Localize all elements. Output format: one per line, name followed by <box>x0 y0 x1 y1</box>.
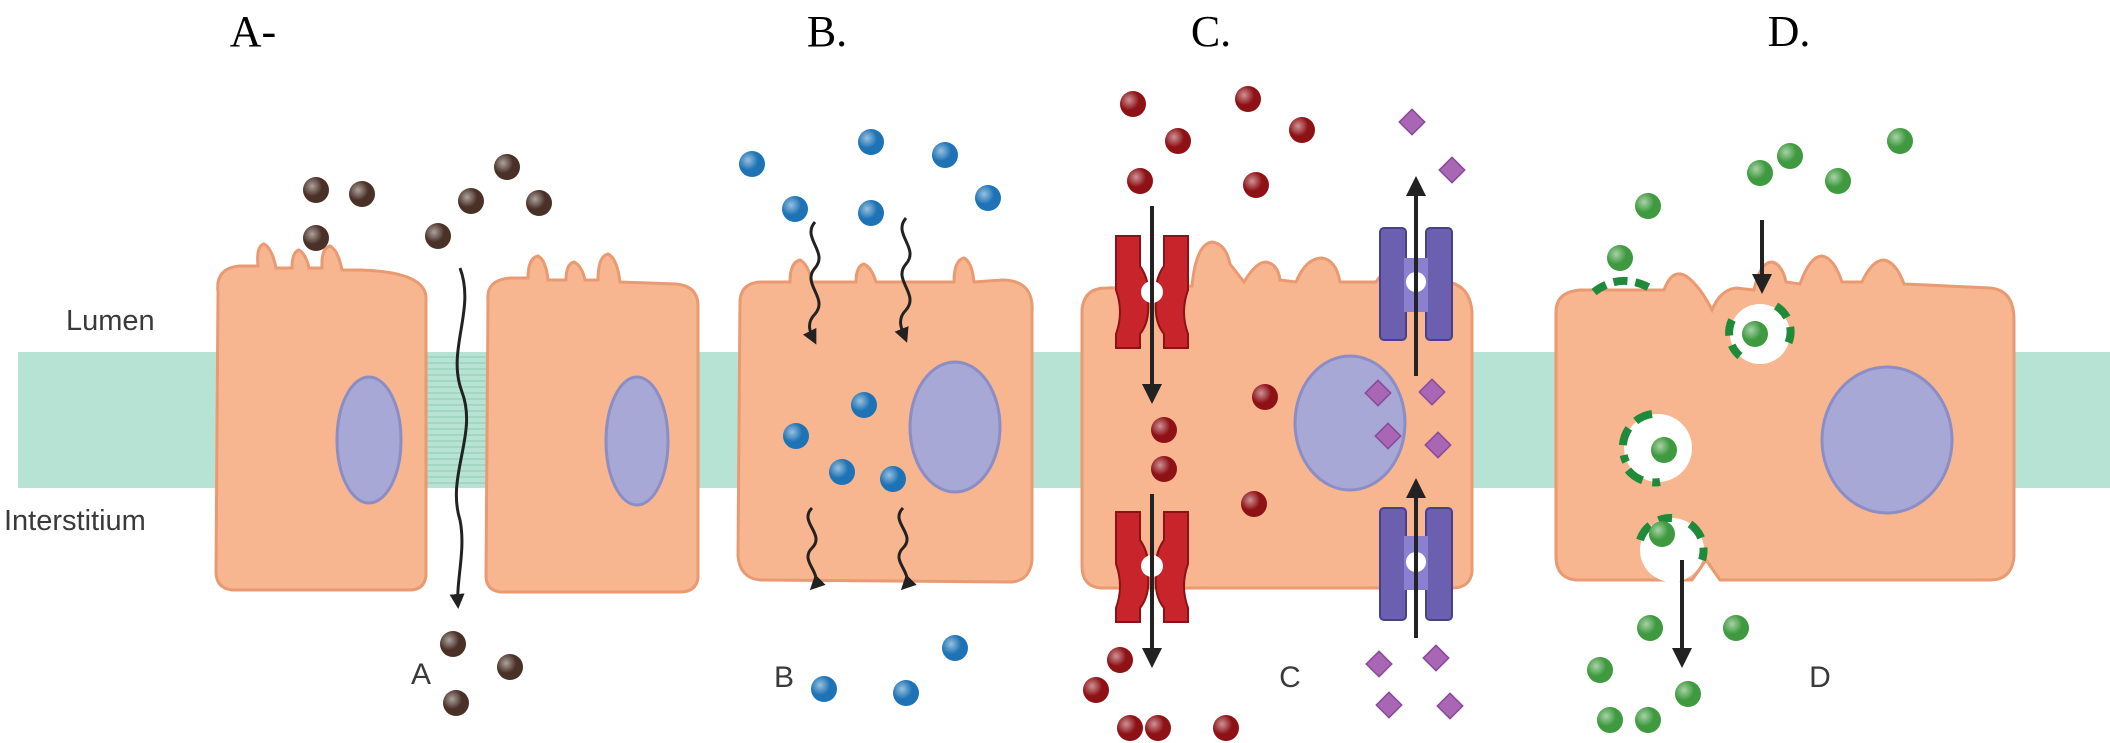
particle-highlight <box>526 190 552 216</box>
panel-b-title: B. <box>807 6 847 57</box>
particle-highlight <box>1887 128 1913 154</box>
particle-highlight <box>1235 86 1261 112</box>
particle-highlight <box>1675 681 1701 707</box>
particle-highlight <box>1747 160 1773 186</box>
nucleus-d <box>1822 367 1952 513</box>
particle-c-diamond <box>1399 109 1424 134</box>
particle-highlight <box>1127 168 1153 194</box>
particle-highlight <box>1777 143 1803 169</box>
particle-highlight <box>1651 437 1677 463</box>
particle-highlight <box>1117 715 1143 741</box>
panel-a-letter: A <box>411 658 431 692</box>
particle-highlight <box>851 392 877 418</box>
particle-highlight <box>1607 245 1633 271</box>
lumen-label: Lumen <box>66 305 155 338</box>
panel-c-title: C. <box>1191 6 1231 57</box>
particle-highlight <box>1649 521 1675 547</box>
particle-highlight <box>443 690 469 716</box>
particle-highlight <box>458 188 484 214</box>
particle-highlight <box>1243 172 1269 198</box>
particle-highlight <box>811 676 837 702</box>
particle-c-diamond <box>1437 693 1462 718</box>
particle-highlight <box>1151 456 1177 482</box>
particle-c-diamond <box>1366 651 1391 676</box>
nucleus-b <box>910 362 1000 492</box>
tight-junction <box>420 352 492 488</box>
particle-highlight <box>1151 417 1177 443</box>
nucleus-a-right <box>606 377 668 505</box>
particle-highlight <box>1083 677 1109 703</box>
particle-highlight <box>1120 91 1146 117</box>
particle-highlight <box>739 151 765 177</box>
particle-highlight <box>303 177 329 203</box>
particle-highlight <box>1107 647 1133 673</box>
particle-highlight <box>1145 715 1171 741</box>
particle-highlight <box>858 129 884 155</box>
particle-highlight <box>1825 168 1851 194</box>
particle-highlight <box>497 654 523 680</box>
particle-highlight <box>1165 128 1191 154</box>
particle-highlight <box>782 196 808 222</box>
particle-highlight <box>829 459 855 485</box>
particle-highlight <box>1635 707 1661 733</box>
particle-highlight <box>1637 615 1663 641</box>
panel-d-letter: D <box>1809 661 1831 695</box>
particle-c-diamond <box>1439 157 1464 182</box>
panel-c-letter: C <box>1279 661 1301 695</box>
particle-c-diamond <box>1423 645 1448 670</box>
particle-highlight <box>858 200 884 226</box>
particle-highlight <box>1723 615 1749 641</box>
particle-c-diamond <box>1376 692 1401 717</box>
particle-highlight <box>1252 384 1278 410</box>
particle-highlight <box>440 631 466 657</box>
particle-highlight <box>1213 715 1239 741</box>
particle-highlight <box>1587 657 1613 683</box>
particle-highlight <box>1241 491 1267 517</box>
nucleus-a-left <box>337 377 401 503</box>
panel-a-title: A- <box>230 6 276 57</box>
particle-highlight <box>1635 193 1661 219</box>
interstitium-label: Interstitium <box>4 505 146 538</box>
particle-highlight <box>942 635 968 661</box>
particle-highlight <box>425 223 451 249</box>
particle-highlight <box>975 185 1001 211</box>
particle-highlight <box>1742 321 1768 347</box>
particle-highlight <box>349 181 375 207</box>
particle-highlight <box>893 680 919 706</box>
particle-highlight <box>880 466 906 492</box>
panel-b-letter: B <box>774 661 794 695</box>
particle-highlight <box>783 423 809 449</box>
particle-highlight <box>303 225 329 251</box>
particle-highlight <box>494 154 520 180</box>
panel-d-title: D. <box>1768 6 1811 57</box>
particle-highlight <box>1597 707 1623 733</box>
particle-highlight <box>1289 117 1315 143</box>
particle-highlight <box>932 142 958 168</box>
